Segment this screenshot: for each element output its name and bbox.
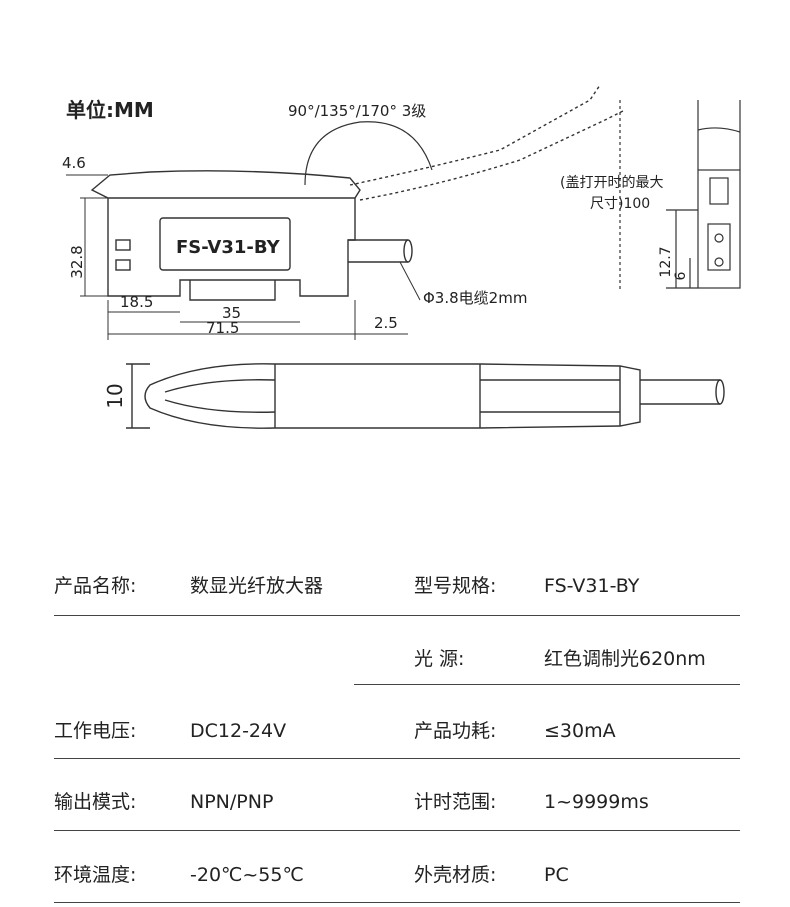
front-dims bbox=[66, 174, 421, 340]
output-value: NPN/PNP bbox=[190, 791, 274, 813]
row-divider bbox=[54, 758, 740, 759]
dim-bottom-left: 18.5 bbox=[120, 293, 153, 311]
temp-label: 环境温度: bbox=[54, 864, 137, 886]
power-value: ≤30mA bbox=[544, 720, 616, 742]
light-source-value: 红色调制光620nm bbox=[544, 648, 706, 670]
side-view bbox=[619, 100, 741, 290]
cable-note: Φ3.8电缆2mm bbox=[423, 289, 527, 307]
angle-note: 90°/135°/170° 3级 bbox=[288, 102, 426, 120]
product-name-label: 产品名称: bbox=[54, 575, 137, 597]
power-label: 产品功耗: bbox=[414, 720, 497, 742]
front-view bbox=[90, 84, 626, 301]
row-divider bbox=[54, 615, 740, 616]
voltage-label: 工作电压: bbox=[54, 720, 137, 742]
dim-width-top: 10 bbox=[103, 383, 127, 408]
cover-note-line2: 尺寸)100 bbox=[590, 196, 650, 212]
dim-side-height: 12.7 bbox=[658, 246, 674, 277]
output-label: 输出模式: bbox=[54, 791, 137, 813]
material-label: 外壳材质: bbox=[414, 864, 497, 886]
angle-arc bbox=[304, 121, 433, 186]
dim-top-left: 4.6 bbox=[62, 154, 86, 172]
voltage-value: DC12-24V bbox=[190, 720, 287, 742]
unit-label: 单位:MM bbox=[66, 98, 154, 122]
dimension-drawing: 单位:MM 90°/135°/170° 3级 FS-V31-BY bbox=[62, 84, 741, 429]
row-divider bbox=[354, 684, 740, 685]
dim-height: 32.8 bbox=[68, 245, 86, 278]
timer-label: 计时范围: bbox=[414, 791, 497, 813]
model-value: FS-V31-BY bbox=[544, 575, 640, 597]
dim-cable-offset: 2.5 bbox=[374, 314, 398, 332]
product-name-value: 数显光纤放大器 bbox=[190, 575, 324, 597]
cover-note-line1: (盖打开时的最大 bbox=[560, 174, 663, 191]
row-divider bbox=[54, 902, 740, 903]
model-label: 型号规格: bbox=[414, 575, 497, 597]
timer-value: 1~9999ms bbox=[544, 791, 649, 813]
top-view bbox=[126, 363, 725, 429]
dim-center-span: 35 bbox=[222, 304, 241, 322]
row-divider bbox=[54, 830, 740, 831]
light-source-label: 光 源: bbox=[414, 648, 465, 670]
dim-total-length: 71.5 bbox=[206, 319, 239, 337]
temp-value: -20℃~55℃ bbox=[190, 864, 304, 886]
material-value: PC bbox=[544, 864, 569, 886]
spec-table: 产品名称: 数显光纤放大器 型号规格: FS-V31-BY 光 源: 红色调制光… bbox=[0, 540, 790, 907]
dim-side-small: 6 bbox=[673, 271, 689, 280]
body-model-text: FS-V31-BY bbox=[176, 237, 281, 258]
